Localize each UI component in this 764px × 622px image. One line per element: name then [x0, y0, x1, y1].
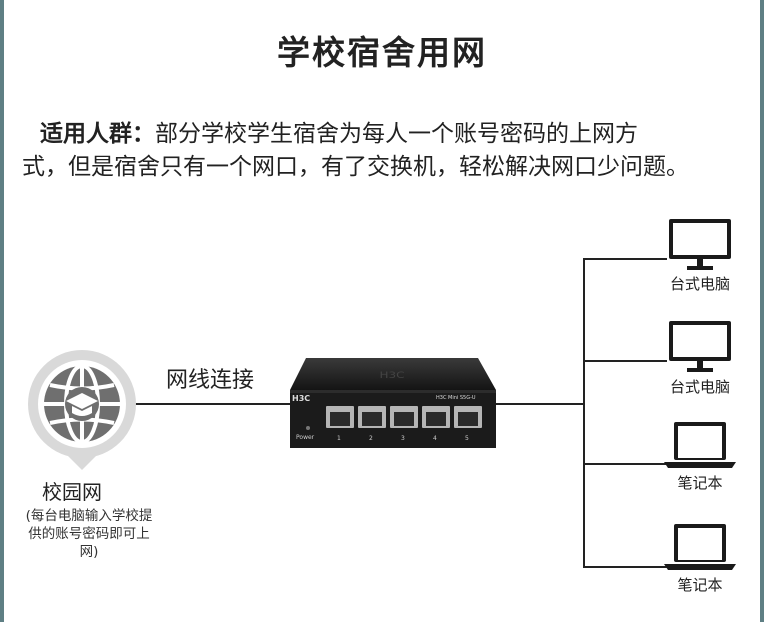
campus-network-label: 校园网	[42, 480, 102, 504]
left-frame-border	[0, 0, 4, 622]
cable-line-right	[496, 403, 584, 405]
branch-trunk	[583, 258, 585, 568]
cable-line-left	[134, 403, 290, 405]
description-block: 适用人群：部分学校学生宿舍为每人一个账号密码的上网方 式，但是宿舍只有一个网口，…	[22, 118, 752, 184]
branch-4	[583, 566, 667, 568]
switch-port-3-label: 3	[401, 435, 405, 442]
branch-2	[583, 360, 667, 362]
switch-port-1-label: 1	[337, 435, 341, 442]
laptop-icon	[662, 420, 738, 470]
description-line-1: 适用人群：部分学校学生宿舍为每人一个账号密码的上网方	[22, 118, 752, 151]
switch-port-2-label: 2	[369, 435, 373, 442]
page-title: 学校宿舍用网	[277, 33, 487, 72]
cable-connection-label: 网线连接	[166, 368, 255, 393]
svg-text:H3C: H3C	[379, 371, 404, 381]
campus-network-note: (每台电脑输入学校提供的账号密码即可上网)	[25, 508, 153, 560]
description-line-2: 式，但是宿舍只有一个网口，有了交换机，轻松解决网口少问题。	[22, 154, 689, 180]
device-label-1: 台式电脑	[669, 275, 730, 293]
branch-3	[583, 463, 667, 465]
switch-port-5-label: 5	[465, 435, 469, 442]
switch-brand-label: H3C	[292, 394, 311, 403]
device-label-2: 台式电脑	[669, 378, 730, 396]
desktop-icon	[667, 217, 733, 271]
branch-1	[583, 258, 667, 260]
device-label-3: 笔记本	[677, 474, 723, 492]
description-text-1: 部分学校学生宿舍为每人一个账号密码的上网方	[155, 121, 638, 147]
laptop-icon	[662, 522, 738, 572]
network-switch: H3C H3C H3C Mini S5G-U Power 1 2 3 4 5	[286, 354, 500, 450]
right-frame-border	[760, 0, 764, 622]
switch-model-label: H3C Mini S5G-U	[436, 395, 476, 401]
campus-network-icon	[26, 348, 138, 472]
switch-port-4-label: 4	[433, 435, 437, 442]
device-label-4: 笔记本	[677, 576, 723, 594]
desktop-icon	[667, 319, 733, 373]
description-label: 适用人群：	[40, 121, 155, 147]
switch-power-label: Power	[296, 434, 315, 441]
